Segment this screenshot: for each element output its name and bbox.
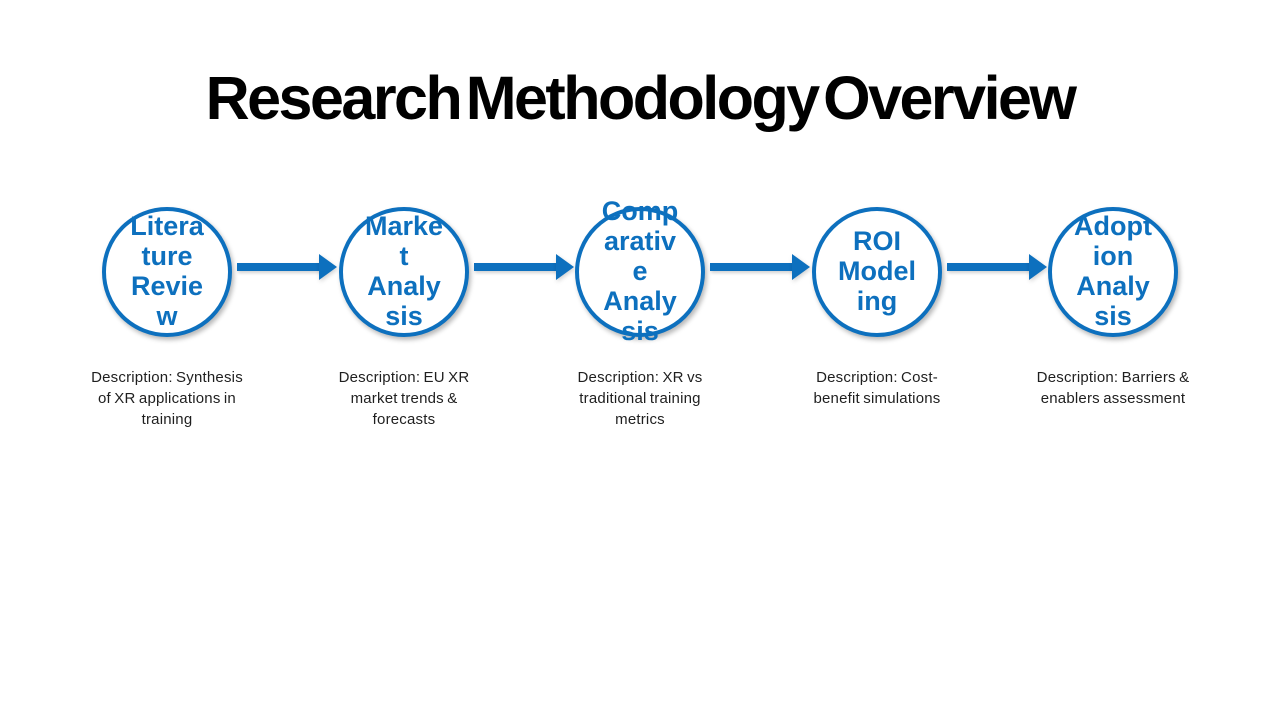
arrow-shaft [237,263,321,271]
stage-description-roi-modeling: Description: Cost- benefit simulations [813,369,941,407]
stage-description-market-analysis: Description: EU XR market trends & forec… [338,369,470,428]
arrow-shaft [710,263,794,271]
arrow-head-icon [556,254,574,280]
stage-description-comparative-analysis: Description: XR vs traditional training … [577,369,703,428]
stage-circle-adoption-analysis [1048,207,1178,337]
connector-arrow-4 [947,254,1047,280]
arrow-shaft [474,263,558,271]
stage-label-market-analysis: Marke t Analy sis [364,211,444,331]
connector-arrow-2 [474,254,574,280]
stage-circle-market-analysis [339,207,469,337]
stage-label-literature-review: Litera ture Revie w [130,211,204,331]
connector-arrow-1 [237,254,337,280]
arrow-shaft [947,263,1031,271]
connector-arrow-3 [710,254,810,280]
stage-circle-literature-review [102,207,232,337]
stage-description-adoption-analysis: Description: Barriers & enablers assessm… [1036,369,1190,407]
stage-label-adoption-analysis: Adopt ion Analy sis [1074,211,1152,331]
stage-circle-comparative-analysis [575,207,705,337]
arrow-head-icon [792,254,810,280]
arrow-head-icon [319,254,337,280]
slide-title: Research Methodology Overview [205,64,1077,132]
stage-description-literature-review: Description: Synthesis of XR application… [91,369,243,428]
stage-circle-roi-modeling [812,207,942,337]
stage-label-comparative-analysis: Comp arativ e Analy sis [601,196,679,346]
stage-label-roi-modeling: ROI Model ing [838,226,916,316]
arrow-head-icon [1029,254,1047,280]
